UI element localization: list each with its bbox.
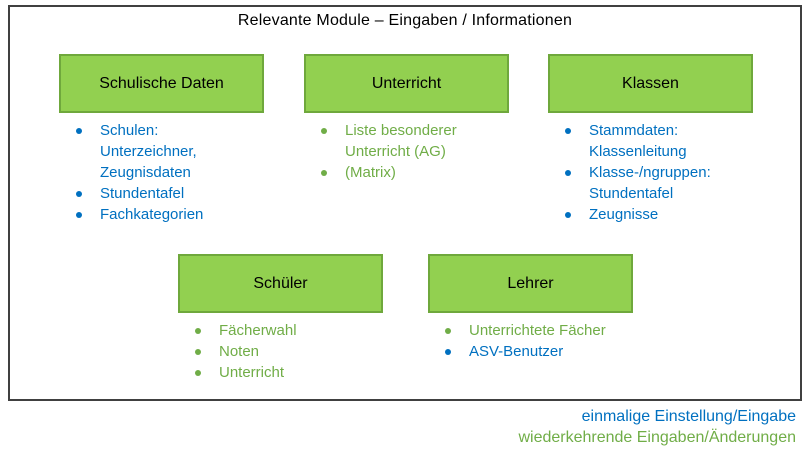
list-item-text: Schulen: Unterzeichner, Zeugnisdaten <box>100 122 197 181</box>
legend: einmalige Einstellung/Eingabe wiederkehr… <box>518 406 796 448</box>
module-schueler: Schüler Fächerwahl Noten Unterricht <box>178 254 408 383</box>
bullet-icon <box>445 328 451 334</box>
list-item: Noten <box>178 341 408 362</box>
list-item: Unterrichtete Fächer <box>428 320 658 341</box>
module-box-klassen: Klassen <box>548 54 753 113</box>
list-item-text: Zeugnisse <box>589 206 659 223</box>
list-item: Unterricht <box>178 362 408 383</box>
module-label: Schulische Daten <box>99 74 224 92</box>
bullet-icon <box>321 170 327 176</box>
list-item: Klasse-/ngruppen: Stundentafel <box>548 162 778 204</box>
list-item-text: Stammdaten: Klassenleitung <box>589 122 687 160</box>
module-schulische-daten: Schulische Daten Schulen: Unterzeichner,… <box>59 54 289 225</box>
module-label: Unterricht <box>371 74 442 92</box>
list-item: Schulen: Unterzeichner, Zeugnisdaten <box>59 120 289 183</box>
bullet-icon <box>565 212 571 218</box>
module-unterricht: Unterricht Liste besonderer Unterricht (… <box>304 54 534 183</box>
list-item-text: Fachkategorien <box>100 206 204 223</box>
bullet-icon <box>195 349 201 355</box>
bullet-icon <box>195 370 201 376</box>
list-item: Zeugnisse <box>548 204 778 225</box>
module-label: Klassen <box>622 74 679 92</box>
legend-line-wiederkehrend: wiederkehrende Eingaben/Änderungen <box>518 429 796 446</box>
page-title: Relevante Module – Eingaben / Informatio… <box>237 12 573 29</box>
outer-frame <box>8 5 802 401</box>
list-item: Stundentafel <box>59 183 289 204</box>
list-item-text: Klasse-/ngruppen: Stundentafel <box>589 164 711 202</box>
module-list: Stammdaten: Klassenleitung Klasse-/ngrup… <box>548 120 778 225</box>
module-box-schueler: Schüler <box>178 254 383 313</box>
module-list: Liste besonderer Unterricht (AG) (Matrix… <box>304 120 534 183</box>
bullet-icon <box>76 191 82 197</box>
list-item-text: ASV-Benutzer <box>469 343 564 360</box>
bullet-icon <box>321 128 327 134</box>
list-item-text: Unterrichtete Fächer <box>469 322 606 339</box>
list-item: Liste besonderer Unterricht (AG) <box>304 120 534 162</box>
module-list: Fächerwahl Noten Unterricht <box>178 320 408 383</box>
list-item-text: Unterricht <box>219 364 285 381</box>
bullet-icon <box>76 212 82 218</box>
bullet-icon <box>76 128 82 134</box>
legend-line-einmalig: einmalige Einstellung/Eingabe <box>581 408 796 425</box>
module-klassen: Klassen Stammdaten: Klassenleitung Klass… <box>548 54 778 225</box>
module-list: Unterrichtete Fächer ASV-Benutzer <box>428 320 658 362</box>
bullet-icon <box>195 328 201 334</box>
module-box-lehrer: Lehrer <box>428 254 633 313</box>
list-item: Fachkategorien <box>59 204 289 225</box>
module-box-schulische-daten: Schulische Daten <box>59 54 264 113</box>
list-item: Fächerwahl <box>178 320 408 341</box>
list-item: Stammdaten: Klassenleitung <box>548 120 778 162</box>
module-label: Schüler <box>253 274 308 292</box>
module-label: Lehrer <box>507 274 554 292</box>
module-box-unterricht: Unterricht <box>304 54 509 113</box>
module-list: Schulen: Unterzeichner, Zeugnisdaten Stu… <box>59 120 289 225</box>
list-item-text: Stundentafel <box>100 185 185 202</box>
list-item-text: Liste besonderer Unterricht (AG) <box>345 122 457 160</box>
list-item-text: Fächerwahl <box>219 322 297 339</box>
bullet-icon <box>565 170 571 176</box>
module-lehrer: Lehrer Unterrichtete Fächer ASV-Benutzer <box>428 254 658 362</box>
bullet-icon <box>445 349 451 355</box>
list-item: (Matrix) <box>304 162 534 183</box>
list-item-text: (Matrix) <box>345 164 396 181</box>
bullet-icon <box>565 128 571 134</box>
list-item: ASV-Benutzer <box>428 341 658 362</box>
list-item-text: Noten <box>219 343 260 360</box>
